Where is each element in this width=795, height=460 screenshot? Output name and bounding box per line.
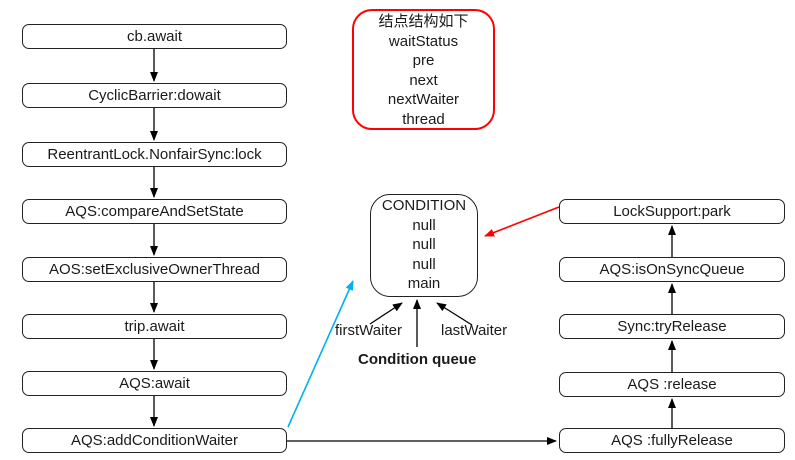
- node-structure-box: 结点结构如下 waitStatus pre next nextWaiter th…: [352, 9, 495, 130]
- node-structure-title: 结点结构如下: [378, 13, 469, 30]
- flow-node-addconditionwaiter: AQS:addConditionWaiter: [22, 428, 287, 453]
- node-field-waitstatus: waitStatus: [388, 32, 459, 50]
- red-arrow-icon: [484, 206, 560, 237]
- flow-node-fullyrelease: AQS :fullyRelease: [559, 428, 785, 453]
- node-field-thread: thread: [402, 110, 445, 128]
- cyan-arrow-icon: [287, 280, 354, 428]
- node-field-nextwaiter: nextWaiter: [387, 91, 460, 108]
- last-waiter-label: lastWaiter: [441, 322, 508, 339]
- flow-node-locksupport-park: LockSupport:park: [559, 199, 785, 224]
- flow-node-cb-await: cb.await: [22, 24, 287, 49]
- flow-node-tryrelease: Sync:tryRelease: [559, 314, 785, 339]
- first-waiter-arrow-icon: [369, 302, 403, 325]
- node-field-next: next: [409, 71, 438, 89]
- node-field-pre: pre: [412, 52, 435, 69]
- condition-value-1: null: [412, 216, 436, 234]
- condition-queue-caption: Condition queue: [358, 351, 477, 368]
- flow-node-aqs-await: AQS:await: [22, 371, 287, 396]
- condition-value-3: null: [412, 255, 436, 273]
- flow-node-cyclicbarrier-dowait: CyclicBarrier:dowait: [22, 83, 287, 108]
- condition-title: CONDITION: [381, 197, 467, 214]
- condition-pointer-arrows: [369, 299, 473, 347]
- condition-node-box: CONDITION null null null main: [370, 194, 478, 297]
- condition-value-2: null: [412, 236, 436, 253]
- first-waiter-label: firstWaiter: [335, 322, 402, 339]
- condition-value-thread: main: [407, 275, 441, 292]
- last-waiter-arrow-icon: [436, 302, 473, 326]
- flow-node-isonsyncqueue: AQS:isOnSyncQueue: [559, 257, 785, 282]
- flow-node-reentrantlock-lock: ReentrantLock.NonfairSync:lock: [22, 142, 287, 167]
- flow-node-trip-await: trip.await: [22, 314, 287, 339]
- flow-node-setexclusiveownerthread: AOS:setExclusiveOwnerThread: [22, 257, 287, 282]
- flow-node-compareandsetstate: AQS:compareAndSetState: [22, 199, 287, 224]
- flow-node-release: AQS :release: [559, 372, 785, 397]
